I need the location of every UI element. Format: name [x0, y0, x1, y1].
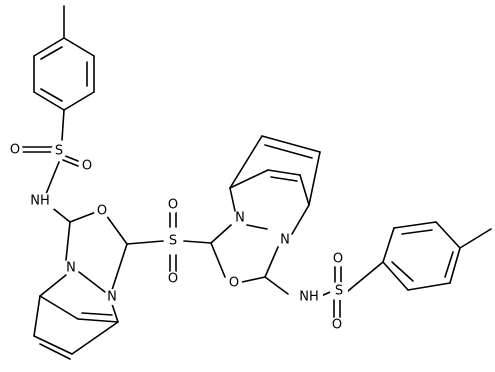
nh-group-right: NH [299, 290, 319, 305]
oxygen-atom-center-lower: O [168, 272, 178, 287]
oxygen-atom-right-upper: O [333, 252, 343, 267]
oxygen-ring-left: O [97, 204, 107, 219]
sulfur-atom-right: S [335, 284, 343, 299]
oxygen-atom-center-upper: O [168, 198, 178, 213]
oxygen-ring-right: O [229, 276, 239, 291]
left-sulfonyl-bonds [21, 146, 79, 195]
sulfur-atom-left: S [55, 144, 63, 159]
center-sulfonyl-bonds [169, 209, 212, 274]
right-bicyclic-system [210, 135, 321, 295]
nh-group-left: NH [30, 194, 50, 209]
right-sulfonamide-bonds [320, 261, 384, 319]
nitrogen-left-a: N [66, 261, 76, 276]
nitrogen-right-b: N [280, 233, 290, 248]
oxygen-atom-left-upper: O [10, 143, 20, 158]
oxygen-atom-left-lower: O [82, 159, 92, 174]
left-amine-bonds [49, 205, 97, 261]
sulfur-atom-center: S [169, 234, 177, 249]
nitrogen-left-b: N [107, 290, 117, 305]
right-tolyl-ring [382, 221, 492, 291]
nitrogen-right-a: N [235, 211, 245, 226]
left-bicyclic-system [33, 214, 164, 360]
atom-labels: S O O NH O N N S O O N N O NH S O O [7, 142, 348, 333]
oxygen-atom-right-lower: O [332, 318, 342, 333]
left-tolyl-ring [33, 5, 95, 141]
